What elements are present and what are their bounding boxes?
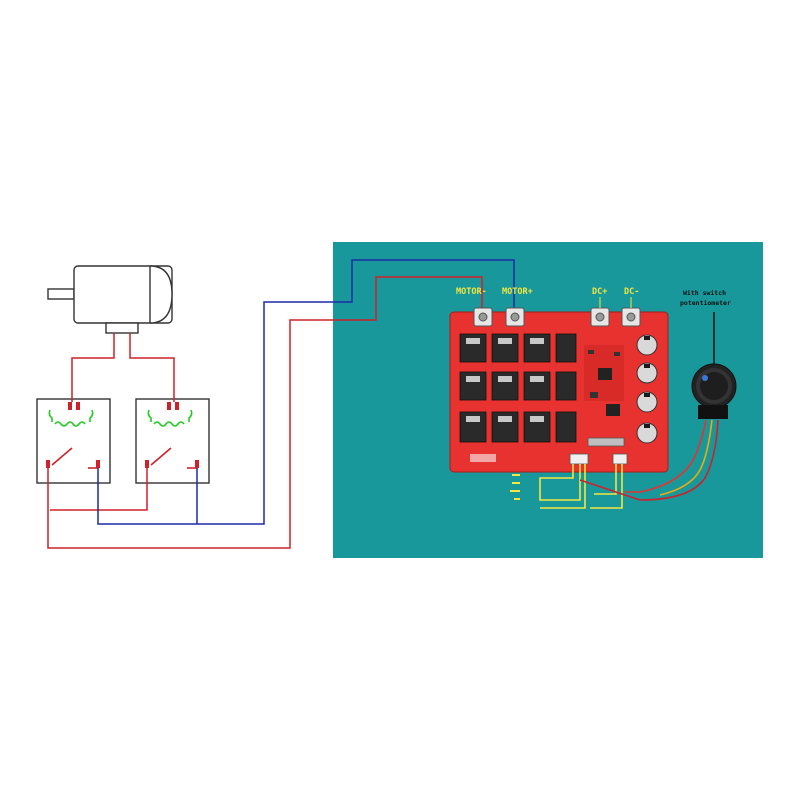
header-connector [569,453,589,465]
control-chip [598,368,612,380]
dc-plus-label: DC+ [592,287,607,297]
terminal-leaders [599,297,632,308]
control-wires [539,464,623,509]
capacitor-icon [636,334,658,444]
pcb-board [449,307,669,473]
dc-minus-label: DC- [624,287,639,297]
motor-leads [71,333,175,402]
potentiometer-cable [579,419,719,501]
control-wire-tags [510,474,520,500]
header-connector [612,453,628,465]
motor-minus-label: MOTOR- [456,287,487,297]
potentiometer-label-line2: potentiometer [680,299,731,307]
mosfet-icon [459,333,577,443]
motor-icon [47,265,173,334]
potentiometer-knob-icon [691,312,737,419]
relay-wiring [47,259,515,549]
motor-plus-label: MOTOR+ [502,287,533,297]
potentiometer-label-line1: With switch [683,289,726,297]
